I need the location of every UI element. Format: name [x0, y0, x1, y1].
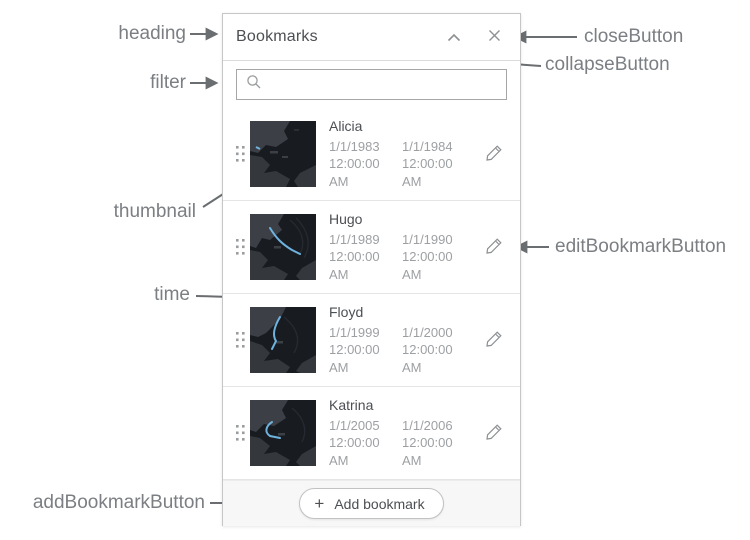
drag-handle-icon[interactable]	[232, 332, 248, 348]
bookmark-thumbnail	[250, 214, 316, 280]
bookmark-list: Alicia 1/1/1983 12:00:00 AM 1/1/1984 12:…	[223, 108, 520, 480]
bookmark-name: Floyd	[329, 304, 364, 321]
add-bookmark-button[interactable]: + Add bookmark	[299, 488, 444, 519]
search-icon	[246, 74, 262, 95]
edit-bookmark-button[interactable]	[481, 234, 507, 260]
filter-box	[236, 69, 507, 100]
bookmark-start-time: 1/1/1983 12:00:00 AM	[329, 139, 380, 189]
bookmark-end-time: 1/1/2000 12:00:00 AM	[402, 325, 453, 375]
callout-edit-bookmark-button: editBookmarkButton	[555, 236, 727, 257]
callout-collapse-button: collapseButton	[545, 54, 670, 75]
callout-filter: filter	[150, 72, 186, 93]
callout-add-bookmark-button: addBookmarkButton	[32, 492, 205, 513]
bookmark-end-time: 1/1/1990 12:00:00 AM	[402, 232, 453, 282]
pencil-icon	[485, 423, 503, 444]
bookmark-row-floyd[interactable]: Floyd 1/1/1999 12:00:00 AM 1/1/2000 12:0…	[223, 294, 520, 387]
bookmark-times: 1/1/1983 12:00:00 AM 1/1/1984 12:00:00 A…	[329, 138, 468, 189]
bookmark-thumbnail	[250, 400, 316, 466]
pencil-icon	[485, 237, 503, 258]
filter-input[interactable]	[262, 70, 506, 99]
bookmark-end-time: 1/1/2006 12:00:00 AM	[402, 418, 453, 468]
bookmark-start-time: 1/1/2005 12:00:00 AM	[329, 418, 380, 468]
panel-footer: + Add bookmark	[223, 480, 520, 526]
add-bookmark-label: Add bookmark	[334, 495, 425, 512]
bookmark-times: 1/1/2005 12:00:00 AM 1/1/2006 12:00:00 A…	[329, 417, 468, 468]
bookmark-row-katrina[interactable]: Katrina 1/1/2005 12:00:00 AM 1/1/2006 12…	[223, 387, 520, 480]
bookmark-times: 1/1/1999 12:00:00 AM 1/1/2000 12:00:00 A…	[329, 324, 468, 375]
edit-bookmark-button[interactable]	[481, 141, 507, 167]
panel-heading: Bookmarks	[236, 28, 318, 45]
drag-handle-icon[interactable]	[232, 425, 248, 441]
close-icon	[488, 29, 501, 45]
pencil-icon	[485, 330, 503, 351]
drag-handle-icon[interactable]	[232, 146, 248, 162]
bookmarks-panel: Bookmarks	[222, 13, 521, 526]
filter-section	[223, 61, 520, 108]
edit-bookmark-button[interactable]	[481, 327, 507, 353]
plus-icon: +	[314, 494, 325, 513]
bookmark-name: Alicia	[329, 118, 363, 135]
bookmark-name: Hugo	[329, 211, 363, 228]
bookmark-times: 1/1/1989 12:00:00 AM 1/1/1990 12:00:00 A…	[329, 231, 468, 282]
drag-handle-icon[interactable]	[232, 239, 248, 255]
bookmark-thumbnail	[250, 307, 316, 373]
pencil-icon	[485, 144, 503, 165]
callout-close-button: closeButton	[584, 26, 684, 47]
bookmark-row-alicia[interactable]: Alicia 1/1/1983 12:00:00 AM 1/1/1984 12:…	[223, 108, 520, 201]
callout-thumbnail: thumbnail	[113, 201, 196, 222]
close-button[interactable]	[481, 24, 507, 50]
bookmark-start-time: 1/1/1989 12:00:00 AM	[329, 232, 380, 282]
callout-time: time	[154, 284, 190, 305]
bookmark-thumbnail	[250, 121, 316, 187]
bookmark-info: Hugo 1/1/1989 12:00:00 AM 1/1/1990 12:00…	[329, 211, 468, 282]
bookmark-info: Alicia 1/1/1983 12:00:00 AM 1/1/1984 12:…	[329, 118, 468, 189]
bookmark-row-hugo[interactable]: Hugo 1/1/1989 12:00:00 AM 1/1/1990 12:00…	[223, 201, 520, 294]
collapse-button[interactable]	[441, 24, 467, 50]
chevron-up-icon	[447, 30, 461, 45]
bookmark-info: Katrina 1/1/2005 12:00:00 AM 1/1/2006 12…	[329, 397, 468, 468]
bookmark-name: Katrina	[329, 397, 374, 414]
bookmark-start-time: 1/1/1999 12:00:00 AM	[329, 325, 380, 375]
panel-header: Bookmarks	[223, 14, 520, 61]
bookmark-info: Floyd 1/1/1999 12:00:00 AM 1/1/2000 12:0…	[329, 304, 468, 375]
bookmark-end-time: 1/1/1984 12:00:00 AM	[402, 139, 453, 189]
edit-bookmark-button[interactable]	[481, 420, 507, 446]
callout-heading: heading	[118, 23, 186, 44]
